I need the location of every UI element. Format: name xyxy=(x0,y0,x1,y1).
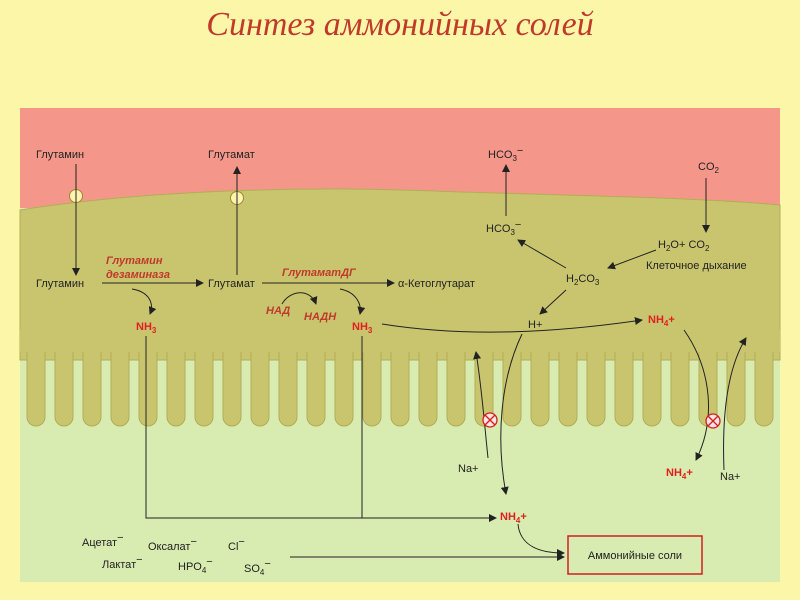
chloride-label: Cl− xyxy=(228,536,245,553)
co2-blood-label: CO2 xyxy=(698,161,720,175)
microvillus xyxy=(222,339,242,427)
microvillus xyxy=(446,339,466,427)
microvillus xyxy=(54,339,74,427)
epithelial-cell xyxy=(19,188,781,361)
microvillus xyxy=(194,339,214,427)
arrow-h-out xyxy=(500,333,523,495)
ammonium-salts-box xyxy=(567,535,703,575)
arrow-na-in-left xyxy=(473,351,489,459)
na-left-label: Na+ xyxy=(458,463,479,475)
h-plus-label: H+ xyxy=(528,319,542,331)
glutamine-blood-label: Глутамин xyxy=(36,149,84,161)
glutamate-blood-label: Глутамат xyxy=(208,149,255,161)
arrow-nh3-release-1 xyxy=(131,288,157,315)
arrow-nh3-to-nh4-cell xyxy=(381,317,643,333)
acetate-label: Ацетат− xyxy=(82,532,124,549)
hpo4-label: HPO4− xyxy=(178,556,213,575)
microvillus xyxy=(558,339,578,427)
nh3-label-1: NH3 xyxy=(136,321,157,335)
microvillus xyxy=(166,339,186,427)
nh3-label-2: NH3 xyxy=(352,321,373,335)
microvillus xyxy=(26,339,46,427)
so4-label: SO4− xyxy=(244,558,271,577)
arrow-h2co3-to-h xyxy=(539,289,567,315)
microvillus xyxy=(418,339,438,427)
cell-respiration-label: Клеточное дыхание xyxy=(646,260,747,272)
microvillus xyxy=(642,339,662,427)
microvillus xyxy=(586,339,606,427)
nad-label: НАД xyxy=(266,305,290,317)
arrow-h2o-co2-to-h2co3 xyxy=(607,249,657,270)
h2o-co2-label: H2O+ CO2 xyxy=(658,239,710,253)
microvillus xyxy=(390,339,410,427)
glutamate-cell-label: Глутамат xyxy=(208,278,255,290)
arrow-nad-nadh xyxy=(281,292,318,305)
arrow-nh4-out-right xyxy=(683,329,709,461)
microvilli xyxy=(20,330,780,427)
line-nh3-1-to-lumen xyxy=(145,336,497,522)
microvillus xyxy=(278,339,298,427)
nh4-lumen-right-label: NH4+ xyxy=(666,467,693,481)
microvillus xyxy=(138,339,158,427)
microvillus xyxy=(110,339,130,427)
arrow-h2co3-to-hco3 xyxy=(517,239,567,269)
microvillus xyxy=(334,339,354,427)
arrow-nh3-release-2 xyxy=(339,288,366,315)
page-title: Синтез аммонийных солей xyxy=(206,6,594,43)
glutamine-cell-label: Глутамин xyxy=(36,278,84,290)
microvillus xyxy=(754,339,774,427)
nh4-cell-label: NH4+ xyxy=(648,314,675,328)
microvillus xyxy=(362,339,382,427)
microvillus xyxy=(670,339,690,427)
h2co3-label: H2CO3 xyxy=(566,273,600,287)
microvillus xyxy=(82,339,102,427)
arrow-na-in-right xyxy=(723,337,747,471)
glutaminase-label-1: Глутамин xyxy=(106,255,163,267)
microvillus xyxy=(250,339,270,427)
nh4-lumen-label: NH4+ xyxy=(500,511,527,525)
microvillus xyxy=(530,339,550,427)
arrow-nh4-to-salts xyxy=(517,523,565,557)
microvillus xyxy=(614,339,634,427)
na-right-label: Na+ xyxy=(720,471,741,483)
hco3-blood-label: HCO3− xyxy=(488,145,523,163)
hco3-cell-label: HCO3− xyxy=(486,219,521,237)
nadh-label: НАДН xyxy=(304,311,337,323)
inhibited-antiporter-right xyxy=(705,413,721,429)
glutaminase-label-2: дезаминаза xyxy=(106,269,170,281)
glutamate-dh-label: ГлутаматДГ xyxy=(282,267,357,279)
inhibited-antiporter-left xyxy=(482,412,498,428)
lactate-label: Лактат− xyxy=(102,554,143,571)
ketoglutarate-label: α-Кетоглутарат xyxy=(398,278,475,290)
ammonium-salts-label: Аммонийные соли xyxy=(588,550,682,562)
oxalate-label: Оксалат− xyxy=(148,536,197,553)
microvillus xyxy=(306,339,326,427)
cell-base xyxy=(20,330,780,352)
